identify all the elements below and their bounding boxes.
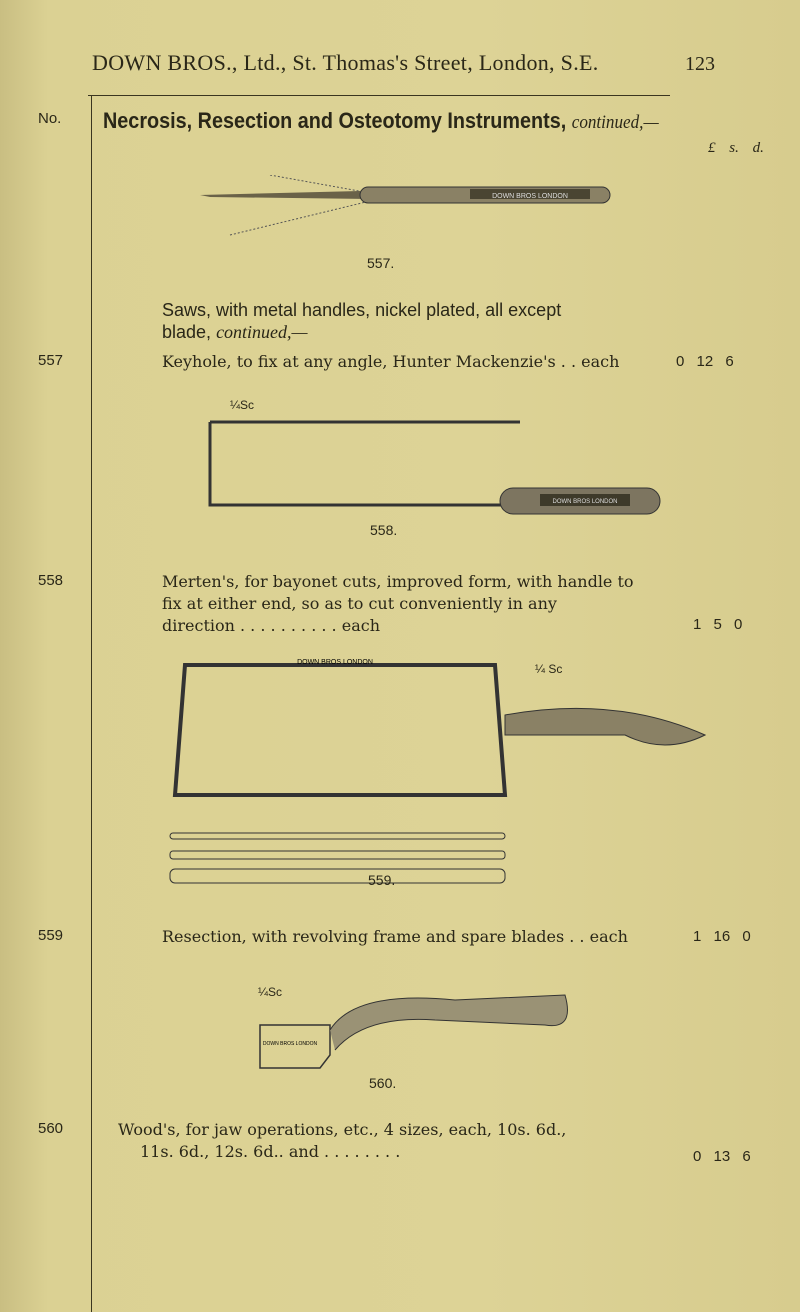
scale-label: ¼Sc <box>230 398 255 412</box>
figure-558-mertens-saw: DOWN BROS LONDON <box>208 420 661 515</box>
scale-label: ¼Sc <box>258 985 283 999</box>
item-description: Merten's, for bayonet cuts, improved for… <box>162 572 634 591</box>
item-price: 0 12 6 <box>676 353 734 370</box>
item-description: 11s. 6d., 12s. 6d.. and . . . . . . . . <box>140 1142 401 1161</box>
item-description: Keyhole, to fix at any angle, Hunter Mac… <box>162 352 620 371</box>
column-rule <box>91 96 92 1312</box>
item-description: Wood's, for jaw operations, etc., 4 size… <box>118 1120 567 1139</box>
item-description: fix at either end, so as to cut convenie… <box>162 594 557 613</box>
figure-caption: 559. <box>368 872 396 888</box>
svg-text:DOWN BROS LONDON: DOWN BROS LONDON <box>263 1041 318 1047</box>
figure-557-keyhole-saw: DOWN BROS LONDON <box>200 175 611 236</box>
subheading-line2: blade, continued,— <box>162 322 308 342</box>
header-rule <box>88 95 670 96</box>
figure-caption: 557. <box>367 255 395 271</box>
figure-caption: 558. <box>370 522 398 538</box>
figure-559-resection-saw: DOWN BROS LONDON <box>169 659 707 884</box>
subheading: Saws, with metal handles, nickel plated,… <box>162 300 562 320</box>
item-price: 1 5 0 <box>693 616 743 633</box>
currency-header: £ s. d. <box>708 140 764 156</box>
section-title: Necrosis, Resection and Osteotomy Instru… <box>103 108 659 133</box>
item-description: direction . . . . . . . . . . each <box>162 616 380 635</box>
item-description: Resection, with revolving frame and spar… <box>162 927 628 946</box>
item-price: 1 16 0 <box>693 928 751 945</box>
item-number: 558 <box>38 572 64 589</box>
page-number: 123 <box>685 53 715 75</box>
running-header: DOWN BROS., Ltd., St. Thomas's Street, L… <box>92 50 599 75</box>
svg-text:DOWN BROS LONDON: DOWN BROS LONDON <box>297 659 373 666</box>
item-number: 557 <box>38 352 64 369</box>
item-number: 560 <box>38 1120 64 1137</box>
column-header-no: No. <box>38 110 62 127</box>
svg-text:DOWN BROS LONDON: DOWN BROS LONDON <box>552 499 617 505</box>
figure-caption: 560. <box>369 1075 397 1091</box>
scale-label: ¼ Sc <box>535 662 563 676</box>
item-number: 559 <box>38 927 64 944</box>
item-price: 0 13 6 <box>693 1148 751 1165</box>
svg-text:DOWN BROS LONDON: DOWN BROS LONDON <box>492 193 568 200</box>
figure-560-woods-saw: DOWN BROS LONDON <box>259 994 568 1069</box>
